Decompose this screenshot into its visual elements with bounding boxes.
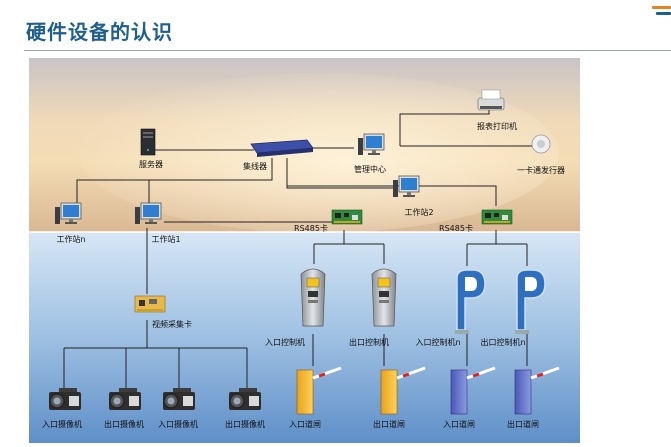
entry-ctrl-1-label: 入口控制机 xyxy=(265,338,305,347)
gate-4-icon xyxy=(514,366,560,415)
network-lines xyxy=(63,110,534,388)
gate-1-icon xyxy=(296,366,342,415)
card-issuer-icon xyxy=(531,134,551,154)
server-label: 服务器 xyxy=(139,160,163,169)
entry-controller-1-icon xyxy=(300,268,326,327)
rs485-card-left-icon xyxy=(331,209,363,225)
gate-1-label: 入口道闸 xyxy=(289,420,321,429)
camera-4-label: 出口摄像机 xyxy=(225,420,265,429)
video-card-icon xyxy=(134,295,166,313)
gate-4-label: 出口道闸 xyxy=(507,420,539,429)
gate-3-icon xyxy=(450,366,496,415)
card-issuer-label: 一卡通发行器 xyxy=(517,166,565,175)
system-diagram: 服务器 集线器 管理中心 报表打印机 一卡通发行器 工作站2 工作站n 工作站1… xyxy=(29,58,580,443)
workstation-n-label: 工作站n xyxy=(56,235,86,244)
gate-2-label: 出口道闸 xyxy=(373,420,405,429)
exit-ctrl-n-label: 出口控制机n xyxy=(480,338,526,347)
control-center-label: 管理中心 xyxy=(354,165,386,174)
hub-label: 集线器 xyxy=(243,162,267,171)
rs485-left-label: RS485卡 xyxy=(294,224,328,233)
camera-2-label: 出口摄像机 xyxy=(104,420,144,429)
video-card-label: 视频采集卡 xyxy=(152,320,192,329)
rs485-right-label: RS485卡 xyxy=(439,224,473,233)
title-divider xyxy=(24,50,671,51)
workstation-1-label: 工作站1 xyxy=(151,235,181,244)
camera-1-label: 入口摄像机 xyxy=(42,420,82,429)
hub-icon xyxy=(250,139,314,157)
camera-3-label: 入口摄像机 xyxy=(158,420,198,429)
corner-logo-icon xyxy=(652,6,671,22)
exit-ctrl-1-label: 出口控制机 xyxy=(349,338,389,347)
gate-2-icon xyxy=(380,366,426,415)
gate-3-label: 入口道闸 xyxy=(443,420,475,429)
workstation-2-label: 工作站2 xyxy=(404,208,434,217)
printer-icon xyxy=(477,89,505,111)
report-printer-label: 报表打印机 xyxy=(477,122,517,131)
server-icon xyxy=(140,128,156,156)
entry-ctrl-n-label: 入口控制机n xyxy=(415,338,461,347)
exit-controller-1-icon xyxy=(371,268,397,327)
page-title: 硬件设备的认识 xyxy=(26,20,173,44)
rs485-card-right-icon xyxy=(481,209,513,225)
